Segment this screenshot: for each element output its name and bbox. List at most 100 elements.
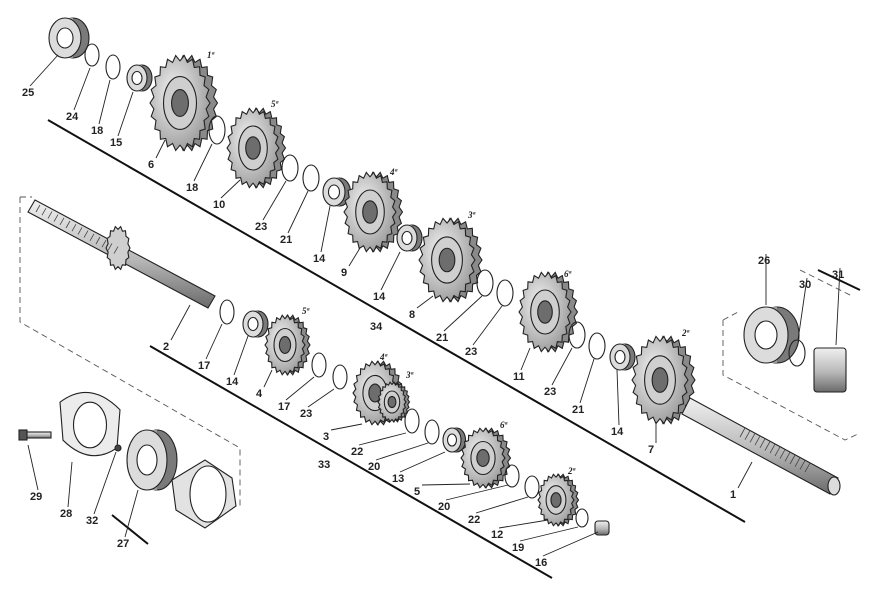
part-p10-gear [226,107,287,189]
part-p18a-washer [105,54,121,80]
part-number-label: 21 [436,332,448,344]
part-p19-washer [575,508,589,528]
part-p9-gear [343,171,404,253]
part-number-label: 29 [30,491,42,503]
part-number-label: 17 [198,360,210,372]
callout-p14b: 14 [373,251,401,303]
part-number-label: 22 [468,514,480,526]
part-p20a-washer [424,419,440,445]
part-number-label: 14 [373,291,386,303]
gear-ratio-mark: 4ª [389,167,398,177]
part-number-label: 20 [368,461,380,473]
axis-line-lower [149,345,553,579]
part-number-label: 8 [409,309,415,321]
part-p21c-washer [588,332,606,360]
part-p16-bushing [594,520,610,536]
part-number-label: 27 [117,538,129,550]
callout-p8: 8 [409,295,434,321]
part-number-label: 1 [730,489,736,501]
callout-p18b: 18 [186,143,213,194]
part-number-label: 31 [832,269,844,281]
callout-p11: 11 [513,347,531,383]
callout-labels: 2524181561810232114914348212311232114721… [22,50,844,569]
part-p14d-bearing [242,310,269,338]
part-p23d-washer [332,364,348,390]
part-p23c-washer [568,321,586,349]
callout-p14c: 14 [611,369,624,438]
part-p27-bearing [126,429,178,491]
callout-p17a: 17 [198,323,223,372]
parts-layer [18,17,847,536]
part-number-label: 26 [758,255,770,267]
callout-p14d: 14 [226,335,249,388]
part-number-label: 2 [163,341,169,353]
callout-p13: 13 [392,451,446,485]
part-number-label: 12 [491,529,503,541]
part-p23b-washer [496,279,514,307]
part-p32-pin [114,444,122,452]
part-number-label: 21 [572,404,584,416]
callout-p5: 5 [414,483,471,498]
callout-p30: 30 [797,277,811,341]
part-number-label: 23 [300,408,312,420]
gear-ratio-mark: 6ª [564,269,572,279]
gear-ratio-mark: 1ª [207,50,215,60]
dashed-group-left [19,196,241,508]
callout-p23d: 23 [300,388,335,420]
part-number-label: 28 [60,508,72,520]
callout-p19: 19 [512,526,579,554]
part-p14b-bearing [396,224,423,252]
part-number-label: 20 [438,501,450,513]
axis-line-small [111,514,149,545]
callout-p29: 29 [27,444,42,503]
part-number-label: 33 [318,459,330,471]
part-p26-bearing [743,306,800,364]
part-number-label: 17 [278,401,290,413]
gear-ratio-mark: 6ª [500,420,508,430]
part-number-label: 14 [226,376,239,388]
callout-p25: 25 [22,54,59,99]
part-p17b-washer [311,352,327,378]
part-p25-bearing [48,17,90,59]
callout-p28: 28 [60,461,73,520]
part-number-label: 6 [148,159,154,171]
callout-p31: 31 [832,267,844,346]
callout-p33: 33 [318,459,330,471]
part-number-label: 23 [544,386,556,398]
gear-ratio-mark: 3ª [405,370,414,380]
part-number-label: 30 [799,279,811,291]
callout-p24: 24 [66,67,91,123]
callout-p2: 2 [163,304,191,353]
part-number-label: 10 [213,199,225,211]
part-p20b-washer [504,464,520,488]
callout-p6: 6 [148,139,166,171]
part-p29-bolt [18,429,52,441]
callout-p27: 27 [117,489,139,550]
part-number-label: 32 [86,515,98,527]
part-number-label: 9 [341,267,347,279]
part-number-label: 18 [186,182,198,194]
callout-p32: 32 [86,451,117,527]
part-p31-bushing [813,347,847,393]
gear-ratio-mark: 3ª [467,210,476,220]
callout-p16: 16 [535,531,599,569]
callout-p3: 3 [323,423,363,443]
part-p7-gear [631,335,696,425]
part-p21a-washer [302,164,320,192]
callout-p4: 4 [256,369,273,400]
callout-p23c: 23 [544,347,573,398]
part-number-label: 4 [256,388,263,400]
part-number-label: 22 [351,446,363,458]
part-p2-shaft [27,199,216,309]
part-number-label: 5 [414,486,420,498]
callout-p12: 12 [491,519,549,541]
part-p14c-bearing [609,343,636,371]
callout-p23a: 23 [255,180,287,233]
part-p8-gear [418,217,483,303]
gear-ratio-mark: 2ª [567,466,576,476]
callout-p34: 34 [370,321,383,333]
part-p15-bearing [126,64,153,92]
callout-p18a: 18 [91,79,111,137]
part-number-label: 11 [513,371,525,383]
